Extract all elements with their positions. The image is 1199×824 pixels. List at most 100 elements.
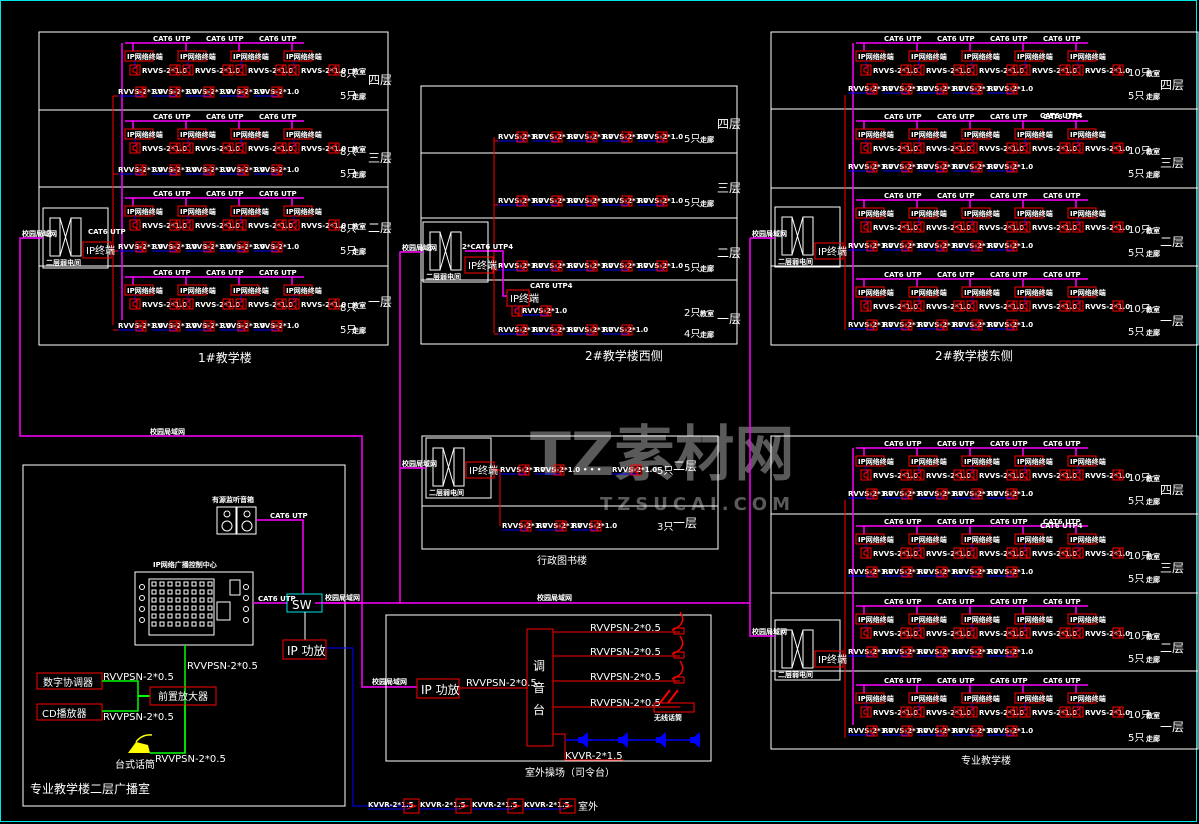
cable-label: RVVS-2*1.0 [953,648,998,656]
floor-name: 二层 [1160,235,1184,249]
speaker-glyph [1022,300,1028,312]
speaker-box [555,520,567,532]
speaker-icon [182,142,194,154]
ip-terminal-label: IP网络终端 [180,52,216,61]
speaker-glyph [916,300,922,312]
speaker-icon [1019,547,1031,559]
speaker-box [621,260,633,272]
cc-knob [139,606,145,612]
speaker-icon [1059,706,1071,718]
speaker-icon [900,469,912,481]
speaker-box [953,547,965,559]
corridor-label: 走廊 [1146,170,1160,179]
cat6-label: CAT6 UTP [937,440,975,448]
ip-terminal-box [855,692,885,704]
speaker-box [953,300,965,312]
speaker-icon [953,547,965,559]
speaker-glyph [956,706,962,718]
classroom-label: 教室 [699,309,714,318]
speaker-glyph [624,260,630,272]
network-cabinet: 二层弱电间 [42,207,109,269]
floor-name: 二层 [673,459,697,473]
speaker-icon [901,725,913,737]
speaker-run: RVVS-2*1.0RVVS-2*1.0RVVS-2*1.0RVVS-2*1.0… [848,488,1033,500]
ip-terminal-label: IP网络终端 [1070,694,1106,703]
cable-label: RVVS-2*1.0 [118,166,163,174]
ip-terminal: IP网络终端 [177,284,216,296]
ip-terminal-label: IP网络终端 [964,288,1000,297]
speaker-glyph [132,64,138,76]
speaker-box [1072,142,1084,154]
ip-amp-box [82,241,112,259]
speaker-box [901,488,913,500]
speaker-icon [953,64,965,76]
speaker-glyph [863,469,869,481]
cc-panel [148,578,215,636]
speaker-icon [222,219,234,231]
speaker-box [237,241,249,253]
speaker-run: RVVS-2*1.0RVVS-2*1.0RVVS-2*1.0RVVS-2*1.0… [848,240,1033,252]
speaker-box [169,164,181,176]
speaker-glyph [1009,566,1015,578]
cc-button [183,605,189,611]
cable-label: RVVS-2*1.0 [568,326,613,334]
cable-label: RVVS-2*1.0 [918,321,963,329]
speaker-icon [511,305,523,317]
speaker-icon [860,547,872,559]
speaker-icon [237,320,249,332]
cabinet-left [781,216,793,256]
speaker-icon [222,142,234,154]
switch-room-label: 二层弱电间 [429,488,464,497]
speaker-box [866,646,878,658]
corridor-count: 5只 [1128,733,1144,744]
floor-name: 四层 [717,117,741,131]
speaker-box [900,142,912,154]
speaker-icon [1006,566,1018,578]
cc-knob [243,584,249,590]
speaker-icon [590,520,602,532]
speaker-glyph [554,131,560,143]
speaker-box [1006,161,1018,173]
speaker-glyph [904,83,910,95]
corridor-count: 5只 [340,169,356,180]
speaker-glyph [916,627,922,639]
speaker-box [586,195,598,207]
speaker-box [913,300,925,312]
speaker-icon [936,319,948,331]
ip-terminal-box [177,50,207,62]
ip-terminal: IP网络终端 [855,533,894,545]
speaker-icon [860,706,872,718]
corridor-label: 走廊 [700,135,714,144]
speaker-icon [900,627,912,639]
ip-terminal-box [855,613,885,625]
speaker-glyph [1062,221,1068,233]
cc-button [183,621,189,627]
floor-name: 二层 [368,221,392,235]
speaker-glyph [904,240,910,252]
ip-terminal: IP网络终端 [1014,613,1053,625]
speaker-run: RVVS-2*1.0RVVS-2*1.0RVVS-2*1.0RVVS-2*1.0… [498,195,683,207]
speaker-run: RVVS-2*1.0RVVS-2*1.0RVVS-2*1.0RVVS-2*1.0… [848,646,1033,658]
speaker-icon [1112,469,1124,481]
cable-label: RVVS-2*1.0 [220,88,265,96]
speaker-box [953,221,965,233]
kvvr-feed [553,733,623,761]
ip-terminal-box [283,205,313,217]
speaker-icon [901,566,913,578]
cable-label: RVVS-2*1.0 [603,326,648,334]
speaker-glyph [291,298,297,310]
speaker-icon [586,131,598,143]
cable-label: RVVS-2*1.0 [988,242,1033,250]
speaker-icon [222,64,234,76]
cc-knob [139,595,145,601]
speaker-glyph [974,646,980,658]
ip-terminal: IP网络终端 [908,286,947,298]
speaker-icon [586,195,598,207]
speaker-box [860,547,872,559]
cat6-label: CAT6 UTP [153,190,191,198]
cable-audio-label: RVVPSN-2*0.5 [590,698,661,709]
ip-terminal-label: IP网络终端 [858,209,894,218]
speaker-box [953,706,965,718]
speaker-glyph [1115,221,1121,233]
lan-label: 校园局域网 [402,459,437,468]
